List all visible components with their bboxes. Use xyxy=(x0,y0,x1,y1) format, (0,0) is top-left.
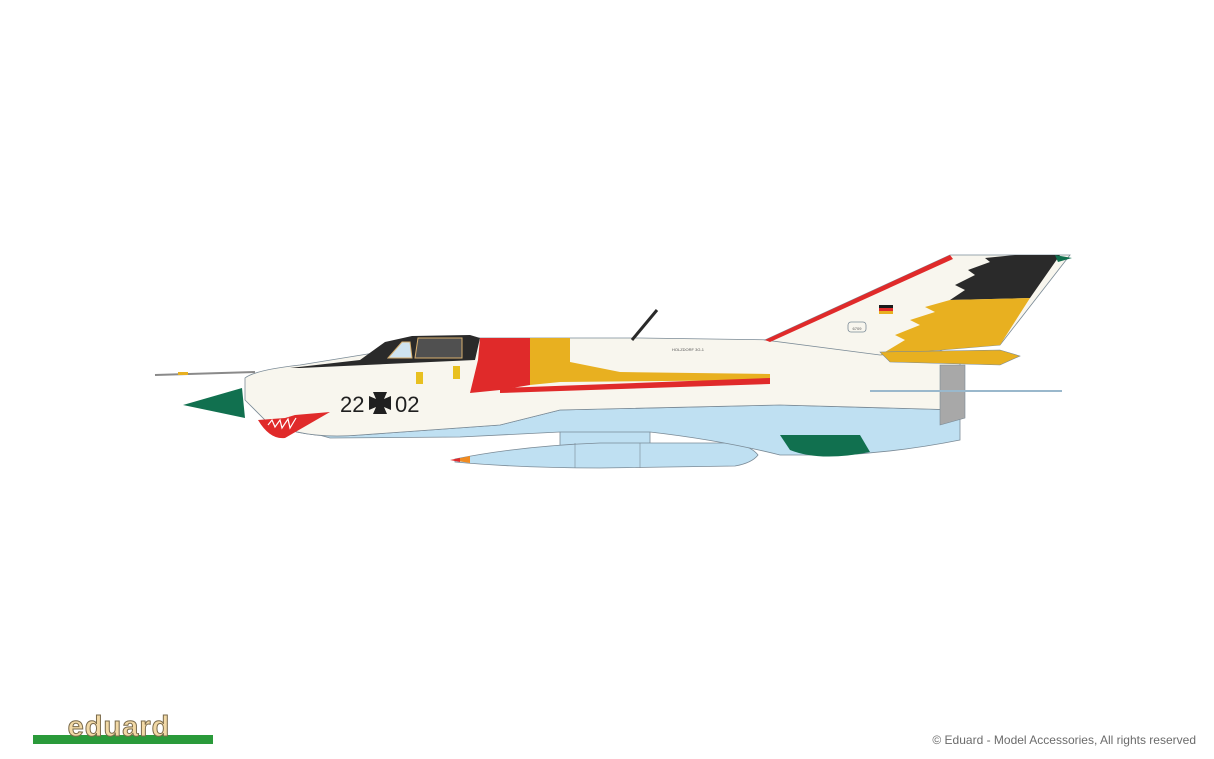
ventral-fin xyxy=(780,435,870,457)
eduard-logo: eduard xyxy=(33,712,213,746)
spine-stencil: HOLZDORF 3G-1 xyxy=(672,347,705,352)
german-flag xyxy=(879,305,893,314)
shark-mouth xyxy=(258,412,330,439)
svg-text:6709: 6709 xyxy=(853,326,863,331)
fuselage-code-left: 22 xyxy=(340,392,364,417)
canopy-glass-front xyxy=(386,341,413,359)
warning-tag xyxy=(453,366,460,379)
yellow-band xyxy=(530,338,770,385)
pitot-tube xyxy=(154,371,256,376)
red-band xyxy=(470,338,530,393)
copyright-notice: © Eduard - Model Accessories, All rights… xyxy=(932,733,1196,747)
horizontal-stabilizer xyxy=(879,349,1021,366)
tail-number-box xyxy=(847,321,867,333)
iron-cross-icon xyxy=(369,392,391,414)
nose-cone xyxy=(183,388,245,418)
tail-black-sawtooth xyxy=(950,255,1060,300)
drop-tank xyxy=(450,427,759,469)
tail-tip xyxy=(1055,255,1072,262)
exhaust-nozzle xyxy=(939,364,966,426)
fuselage-code-right: 02 xyxy=(395,392,419,417)
fin-leading-edge-stripe xyxy=(765,255,953,342)
tail-yellow-sawtooth xyxy=(880,298,1030,355)
antenna xyxy=(630,309,659,341)
logo-text: eduard xyxy=(67,711,171,743)
canopy-glass-main xyxy=(414,337,463,359)
logo-bar xyxy=(33,735,213,744)
red-stripe xyxy=(500,378,770,393)
warning-tag xyxy=(416,372,423,384)
